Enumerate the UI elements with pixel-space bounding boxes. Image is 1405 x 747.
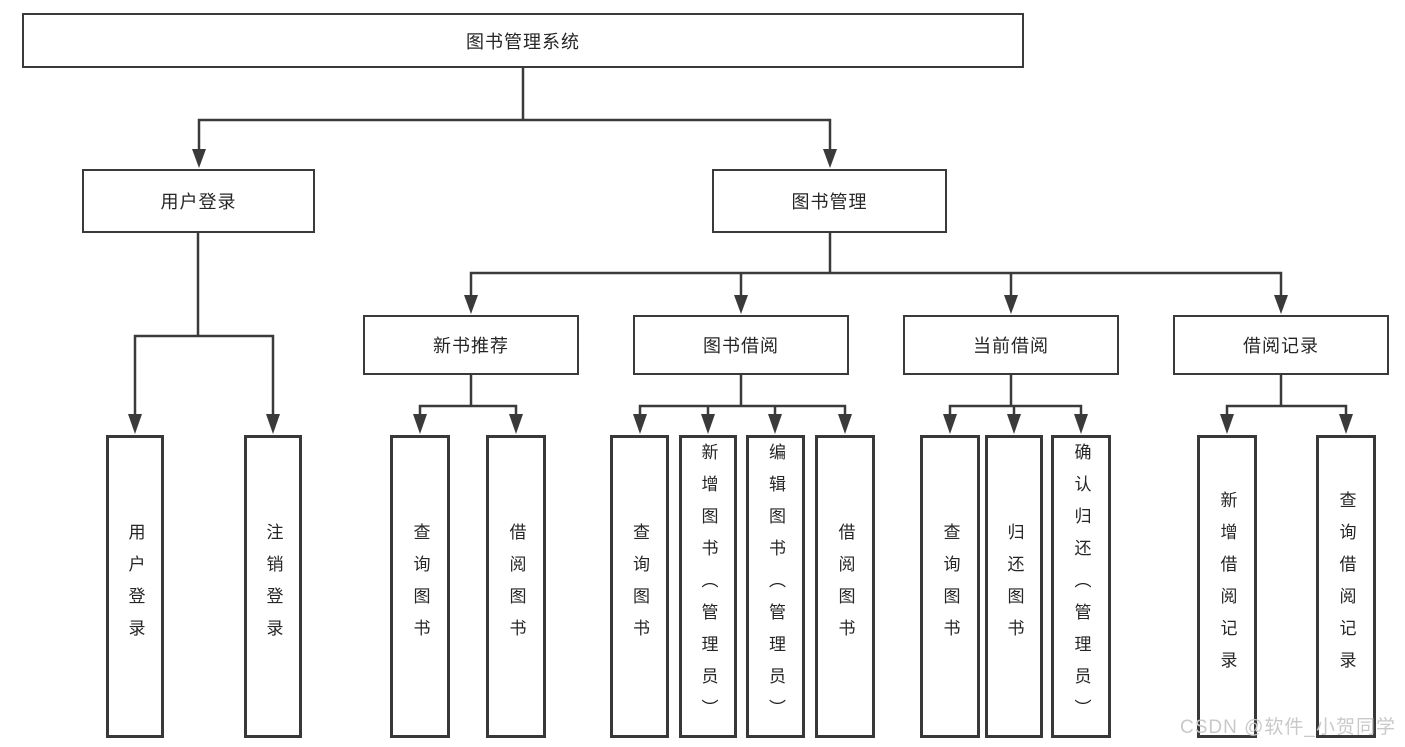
leaf-confirm-return-admin: 确认归还（管理员） (1051, 435, 1111, 738)
leaf-add-books-admin: 新增图书（管理员） (679, 435, 737, 738)
leaf-add-borrow-record: 新增借阅记录 (1197, 435, 1257, 738)
leaf-label: 新增借阅记录 (1217, 490, 1237, 683)
leaf-label: 编辑图书（管理员） (766, 442, 785, 731)
node-user-login: 用户登录 (82, 169, 315, 233)
leaf-user-login: 用户登录 (106, 435, 164, 738)
node-label: 借阅记录 (1243, 336, 1319, 356)
node-label: 图书管理系统 (466, 31, 580, 52)
csdn-watermark: CSDN @软件_小贺同学 (1180, 717, 1396, 738)
leaf-label: 查询图书 (940, 522, 960, 651)
leaf-label: 新增图书（管理员） (698, 442, 718, 731)
node-library-management-system: 图书管理系统 (22, 13, 1024, 68)
leaf-borrow-books: 借阅图书 (815, 435, 875, 738)
leaf-query-books: 查询图书 (390, 435, 450, 738)
node-current-borrowing: 当前借阅 (903, 315, 1119, 375)
leaf-label: 归还图书 (1004, 522, 1024, 651)
leaf-query-books: 查询图书 (920, 435, 980, 738)
leaf-label: 查询图书 (410, 522, 430, 651)
leaf-query-books: 查询图书 (610, 435, 669, 738)
node-new-book-recommendation: 新书推荐 (363, 315, 579, 375)
leaf-borrow-books: 借阅图书 (486, 435, 546, 738)
node-borrowing-records: 借阅记录 (1173, 315, 1389, 375)
leaf-label: 确认归还（管理员） (1071, 442, 1091, 731)
leaf-query-borrow-record: 查询借阅记录 (1316, 435, 1376, 738)
node-label: 图书管理 (791, 192, 868, 212)
leaf-label: 注销登录 (263, 522, 283, 651)
leaf-label: 借阅图书 (835, 522, 855, 651)
node-label: 用户登录 (160, 192, 237, 212)
leaf-label: 查询借阅记录 (1336, 490, 1356, 683)
leaf-label: 借阅图书 (506, 522, 526, 651)
node-book-borrowing: 图书借阅 (633, 315, 849, 375)
leaf-edit-books-admin: 编辑图书（管理员） (746, 435, 805, 738)
leaf-logout: 注销登录 (244, 435, 302, 738)
node-book-management: 图书管理 (712, 169, 947, 233)
node-label: 新书推荐 (433, 336, 509, 356)
leaf-label: 用户登录 (125, 522, 145, 651)
node-label: 当前借阅 (973, 336, 1049, 356)
node-label: 图书借阅 (703, 336, 779, 356)
leaf-return-books: 归还图书 (985, 435, 1043, 738)
leaf-label: 查询图书 (630, 522, 649, 651)
